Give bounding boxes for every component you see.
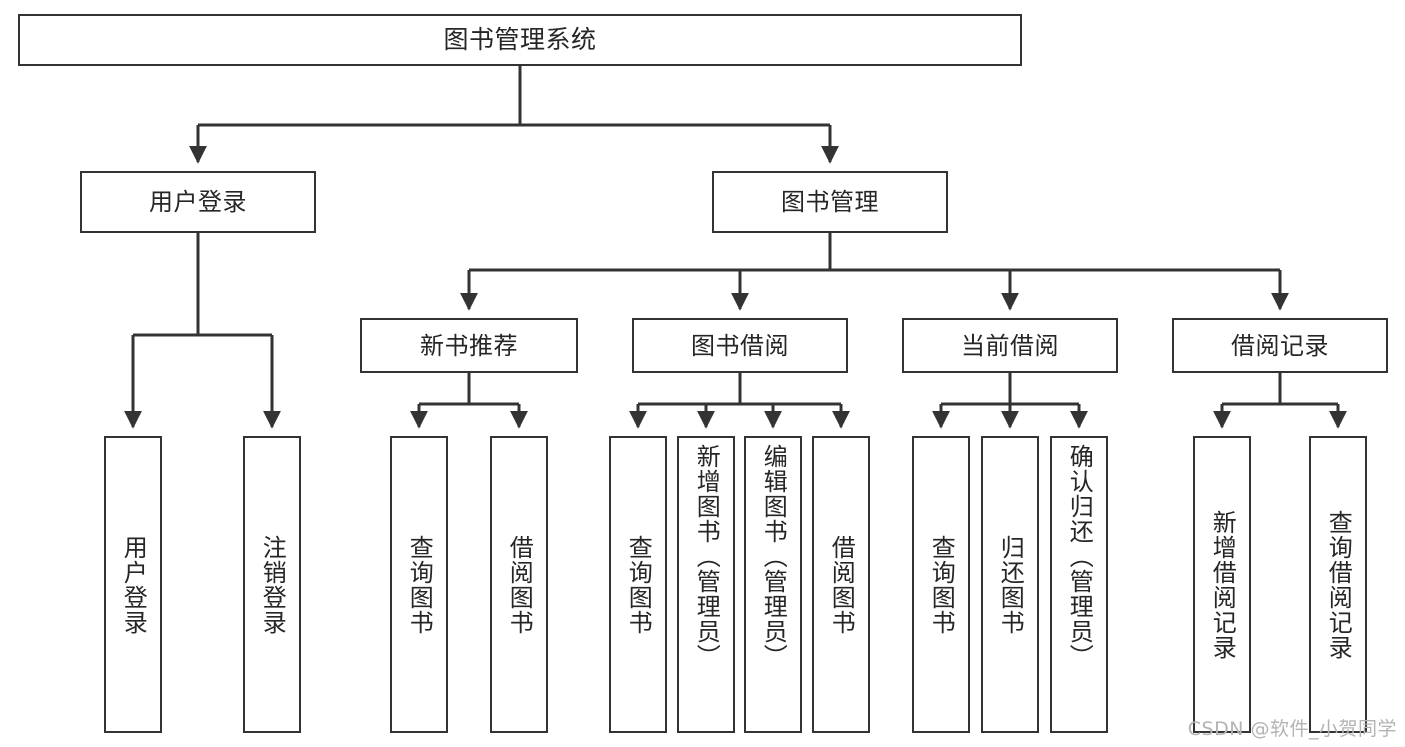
node-leaf-borrow-book-2-label: 借阅图书 bbox=[827, 534, 856, 635]
node-leaf-borrow-book-2[interactable]: 借阅图书 bbox=[812, 436, 870, 733]
node-book-borrow[interactable]: 图书借阅 bbox=[632, 318, 848, 373]
node-user-login[interactable]: 用户登录 bbox=[80, 171, 316, 233]
node-root[interactable]: 图书管理系统 bbox=[18, 14, 1022, 66]
node-new-book-recommend[interactable]: 新书推荐 bbox=[360, 318, 578, 373]
node-leaf-add-book[interactable]: 新增图书（管理员） bbox=[677, 436, 735, 733]
node-leaf-confirm-return-label: 确认归还（管理员） bbox=[1065, 444, 1094, 669]
node-leaf-logout-login-label: 注销登录 bbox=[258, 534, 287, 635]
node-leaf-query-book-1-label: 查询图书 bbox=[405, 534, 434, 635]
node-leaf-borrow-book-1[interactable]: 借阅图书 bbox=[490, 436, 548, 733]
node-user-login-label: 用户登录 bbox=[149, 188, 247, 216]
watermark: CSDN @软件_小贺同学 bbox=[1187, 718, 1397, 740]
node-book-manage[interactable]: 图书管理 bbox=[712, 171, 948, 233]
node-leaf-user-login[interactable]: 用户登录 bbox=[104, 436, 162, 733]
node-leaf-return-book-label: 归还图书 bbox=[996, 534, 1025, 635]
node-borrow-record[interactable]: 借阅记录 bbox=[1172, 318, 1388, 373]
node-leaf-query-book-1[interactable]: 查询图书 bbox=[390, 436, 448, 733]
node-leaf-logout-login[interactable]: 注销登录 bbox=[243, 436, 301, 733]
node-leaf-user-login-label: 用户登录 bbox=[119, 534, 148, 635]
node-leaf-query-book-3-label: 查询图书 bbox=[927, 534, 956, 635]
node-leaf-return-book[interactable]: 归还图书 bbox=[981, 436, 1039, 733]
node-leaf-query-book-3[interactable]: 查询图书 bbox=[912, 436, 970, 733]
node-leaf-query-borrow-record[interactable]: 查询借阅记录 bbox=[1309, 436, 1367, 733]
node-book-manage-label: 图书管理 bbox=[781, 188, 879, 216]
node-current-borrow-label: 当前借阅 bbox=[961, 331, 1059, 360]
node-leaf-add-borrow-record-label: 新增借阅记录 bbox=[1208, 509, 1237, 660]
node-leaf-confirm-return[interactable]: 确认归还（管理员） bbox=[1050, 436, 1108, 733]
node-book-borrow-label: 图书借阅 bbox=[691, 331, 789, 360]
node-leaf-query-book-2[interactable]: 查询图书 bbox=[609, 436, 667, 733]
node-leaf-add-book-label: 新增图书（管理员） bbox=[692, 444, 721, 669]
node-leaf-edit-book[interactable]: 编辑图书（管理员） bbox=[744, 436, 802, 733]
node-new-book-recommend-label: 新书推荐 bbox=[420, 331, 518, 360]
node-root-label: 图书管理系统 bbox=[443, 25, 597, 55]
node-leaf-query-book-2-label: 查询图书 bbox=[624, 534, 653, 635]
node-leaf-query-borrow-record-label: 查询借阅记录 bbox=[1324, 509, 1353, 660]
node-borrow-record-label: 借阅记录 bbox=[1231, 331, 1329, 360]
node-leaf-add-borrow-record[interactable]: 新增借阅记录 bbox=[1193, 436, 1251, 733]
node-leaf-edit-book-label: 编辑图书（管理员） bbox=[759, 444, 788, 669]
node-current-borrow[interactable]: 当前借阅 bbox=[902, 318, 1118, 373]
node-leaf-borrow-book-1-label: 借阅图书 bbox=[505, 534, 534, 635]
